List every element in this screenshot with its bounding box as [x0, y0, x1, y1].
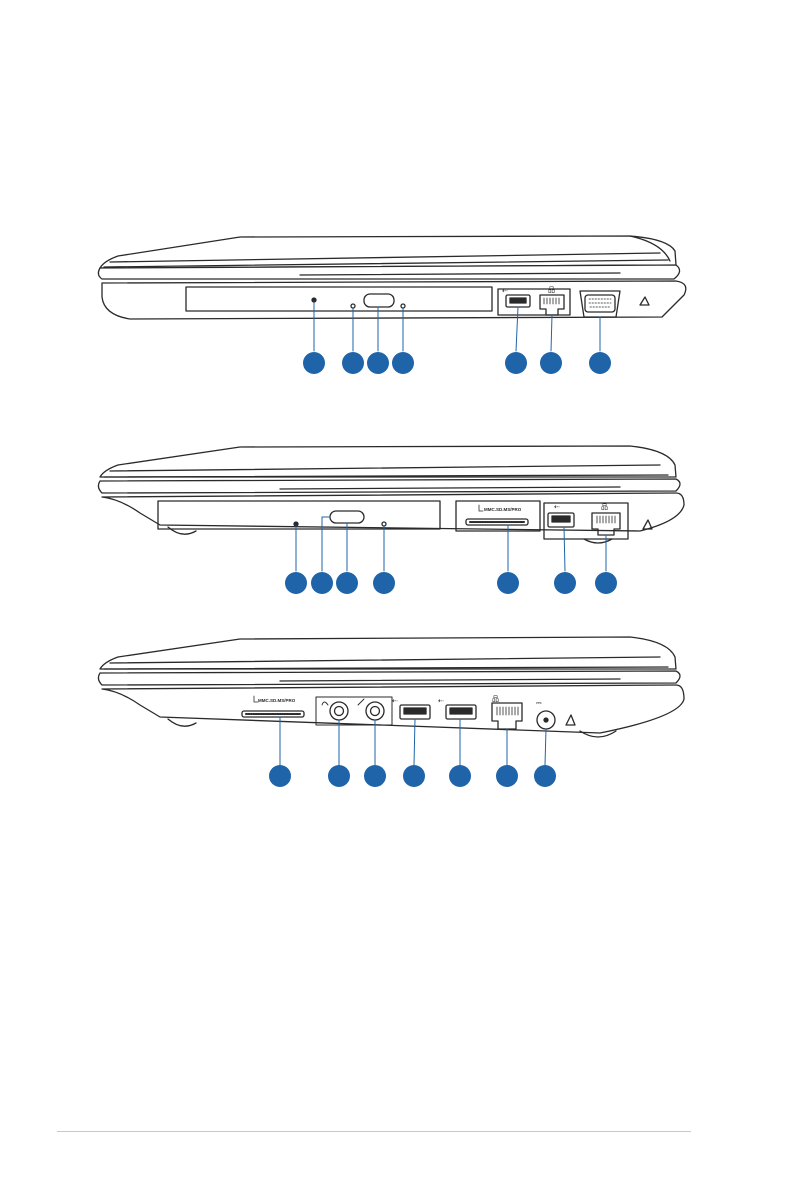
display-output-callout — [589, 352, 611, 374]
headphone-jack-callout — [328, 765, 350, 787]
laptop-lid — [100, 446, 676, 477]
eject-button-callout — [367, 352, 389, 374]
footer-divider — [57, 1131, 691, 1132]
laptop-lid — [100, 236, 676, 268]
card-reader-label: MMC.SD.MS/PRO — [258, 698, 296, 703]
laptop-right-side-model-b: MMC.SD.MS/PRO ⇠ 品 — [0, 435, 794, 605]
eject-button[interactable] — [364, 294, 394, 307]
usb-port-callout — [554, 572, 576, 594]
card-reader-label: MMC.SD.MS/PRO — [484, 507, 522, 512]
lan-port-callout — [496, 765, 518, 787]
eject-button-callout — [336, 572, 358, 594]
dc-in-icon: ⎓ — [536, 700, 542, 707]
usb-icon: ⇠ — [502, 288, 508, 295]
laptop-base — [98, 265, 685, 319]
usb-port-2-callout — [449, 765, 471, 787]
usb-icon: ⇠ — [438, 698, 444, 705]
laptop-base — [98, 479, 684, 543]
lan-port-callout — [540, 352, 562, 374]
optical-drive-callout — [303, 352, 325, 374]
usb-icon: ⇠ — [554, 504, 560, 511]
lan-icon: 品 — [492, 695, 499, 703]
microphone-jack-callout — [364, 765, 386, 787]
usb-port-1-callout — [403, 765, 425, 787]
emergency-eject-hole-callout — [373, 572, 395, 594]
drive-activity-indicator-callout — [392, 352, 414, 374]
emergency-eject-callout — [342, 352, 364, 374]
callout-markers — [269, 765, 556, 787]
drive-activity-indicator-callout — [285, 572, 307, 594]
callout-markers — [285, 572, 617, 594]
card-reader-callout — [269, 765, 291, 787]
power-input-callout — [534, 765, 556, 787]
usb-port-callout — [505, 352, 527, 374]
optical-drive-indicator — [312, 298, 316, 302]
laptop-right-side-model-c: MMC.SD.MS/PRO ⇠ ⇠ 品 ⎓ — [0, 625, 794, 795]
callout-markers — [303, 352, 611, 374]
eject-button[interactable] — [330, 511, 364, 523]
laptop-lid — [100, 637, 676, 669]
lan-icon: 品 — [548, 286, 555, 294]
usb-icon: ⇠ — [392, 698, 398, 705]
emergency-eject-callout — [311, 572, 333, 594]
laptop-right-side-model-a: ⇠ 品 — [0, 225, 794, 385]
card-reader-callout — [497, 572, 519, 594]
drive-activity-icon — [294, 522, 298, 526]
lan-port-callout — [595, 572, 617, 594]
lan-icon: 品 — [601, 503, 608, 511]
